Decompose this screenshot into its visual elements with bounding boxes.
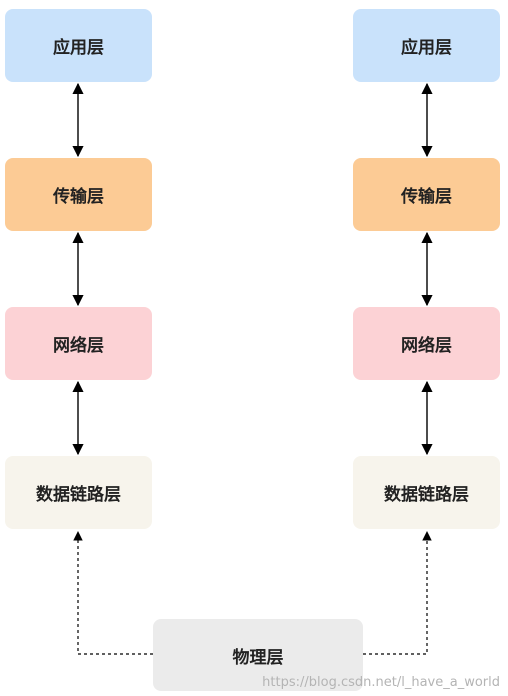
left-network-layer-label: 网络层 [53, 336, 104, 356]
left-datalink-layer-label: 数据链路层 [36, 485, 121, 505]
left-transport-layer: 传输层 [5, 158, 152, 231]
physical-layer: 物理层 [153, 619, 363, 691]
physical-to-right-datalink-dashed-arrow [363, 531, 432, 655]
physical-layer-label: 物理层 [232, 647, 284, 668]
left-transport-layer-label: 传输层 [53, 187, 104, 207]
left-application-layer-label: 应用层 [53, 38, 104, 58]
right-transport-layer: 传输层 [353, 158, 500, 231]
right-datalink-layer-label: 数据链路层 [384, 485, 469, 505]
left-application-layer: 应用层 [5, 9, 152, 82]
right-network-layer-label: 网络层 [401, 336, 452, 356]
right-application-layer-label: 应用层 [401, 38, 452, 58]
right-datalink-layer: 数据链路层 [353, 456, 500, 529]
left-network-layer: 网络层 [5, 307, 152, 380]
physical-to-left-datalink-dashed-arrow [73, 531, 153, 655]
right-transport-layer-label: 传输层 [401, 187, 452, 207]
right-application-layer: 应用层 [353, 9, 500, 82]
right-network-layer: 网络层 [353, 307, 500, 380]
left-datalink-layer: 数据链路层 [5, 456, 152, 529]
